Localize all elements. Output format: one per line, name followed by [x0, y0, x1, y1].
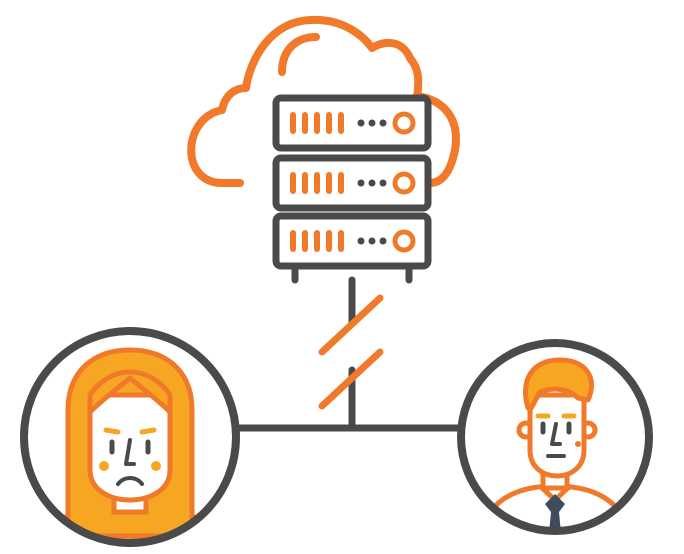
server-unit [272, 212, 432, 270]
server-unit [272, 154, 432, 212]
connection-lines [234, 276, 466, 432]
cloud-icon [187, 15, 460, 187]
broken-link-icon [318, 294, 384, 410]
server-unit [272, 94, 432, 152]
man-avatar-icon [457, 339, 653, 535]
server-rack-icon [272, 94, 432, 284]
woman-avatar-icon [20, 327, 240, 547]
